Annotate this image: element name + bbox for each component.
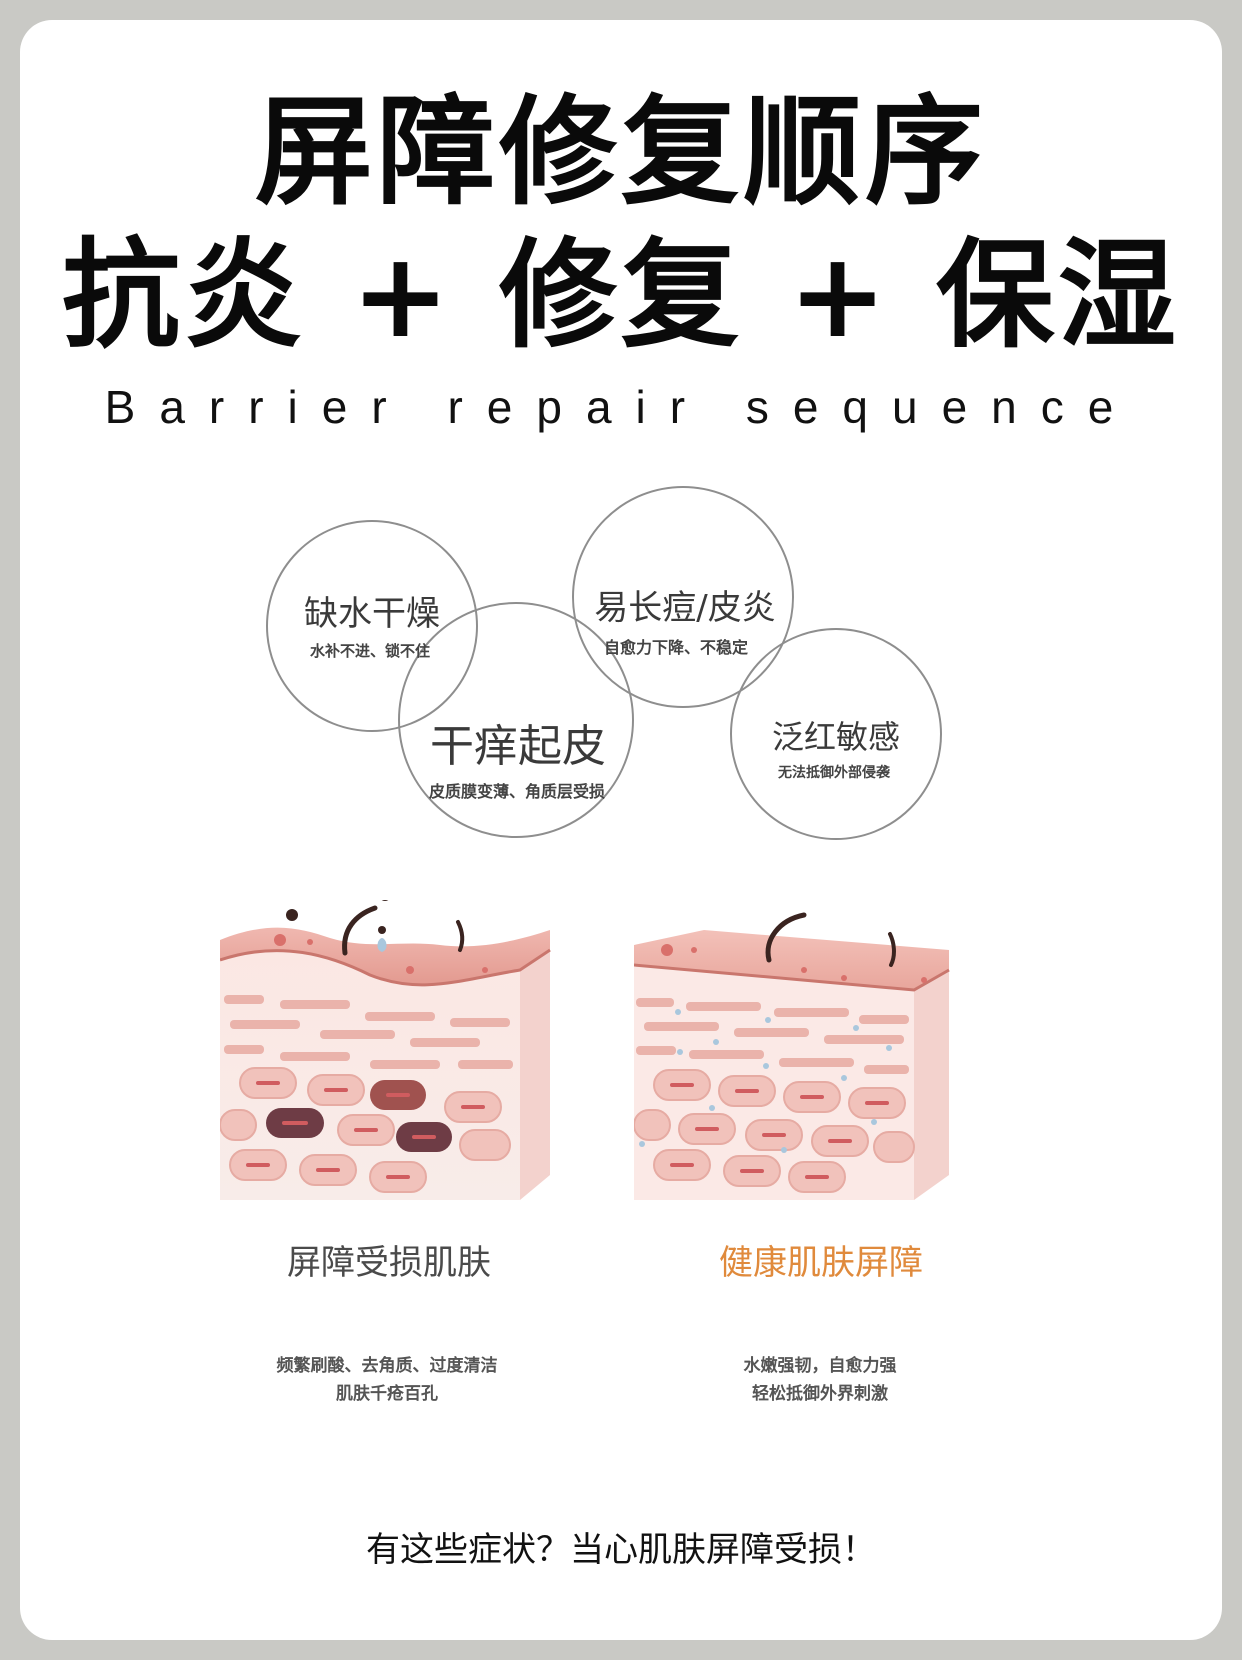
symptom-title: 易长痘/皮炎 [594, 588, 776, 628]
symptom-title: 干痒起皮 [430, 721, 606, 772]
symptom-subtitle: 皮质膜变薄、角质层受损 [428, 782, 606, 801]
page-title-formula: 抗炎 + 修复 + 保湿 [61, 226, 1181, 364]
damaged-skin-desc-2: 肌肤千疮百孔 [336, 1384, 438, 1404]
poster-card: 屏障修复顺序 抗炎 + 修复 + 保湿 Barrier repair seque… [20, 20, 1222, 1640]
page-subtitle: Barrier repair sequence [104, 381, 1138, 433]
healthy-skin-illustration [634, 912, 950, 1200]
healthy-skin-desc-1: 水嫩强韧，自愈力强 [743, 1356, 897, 1376]
symptom-title: 缺水干燥 [304, 594, 440, 634]
damaged-skin-desc-1: 频繁刷酸、去角质、过度清洁 [276, 1356, 498, 1376]
damaged-skin-illustration [220, 900, 551, 1200]
healthy-skin-desc-2: 轻松抵御外界刺激 [752, 1384, 888, 1404]
symptom-title: 泛红敏感 [771, 718, 901, 756]
symptom-subtitle: 自愈力下降、不稳定 [603, 638, 749, 657]
symptom-subtitle: 水补不进、锁不住 [309, 642, 431, 660]
damaged-skin-title: 屏障受损肌肤 [287, 1243, 491, 1283]
healthy-skin-title: 健康肌肤屏障 [719, 1243, 923, 1283]
symptom-bubble-itch [398, 602, 634, 838]
footer-warning: 有这些症状？当心肌肤屏障受损！ [366, 1530, 876, 1570]
symptom-subtitle: 无法抵御外部侵袭 [778, 765, 890, 781]
symptom-bubble-redness [730, 628, 942, 840]
page-title: 屏障修复顺序 [254, 83, 987, 221]
symptom-bubble-acne [572, 486, 794, 708]
